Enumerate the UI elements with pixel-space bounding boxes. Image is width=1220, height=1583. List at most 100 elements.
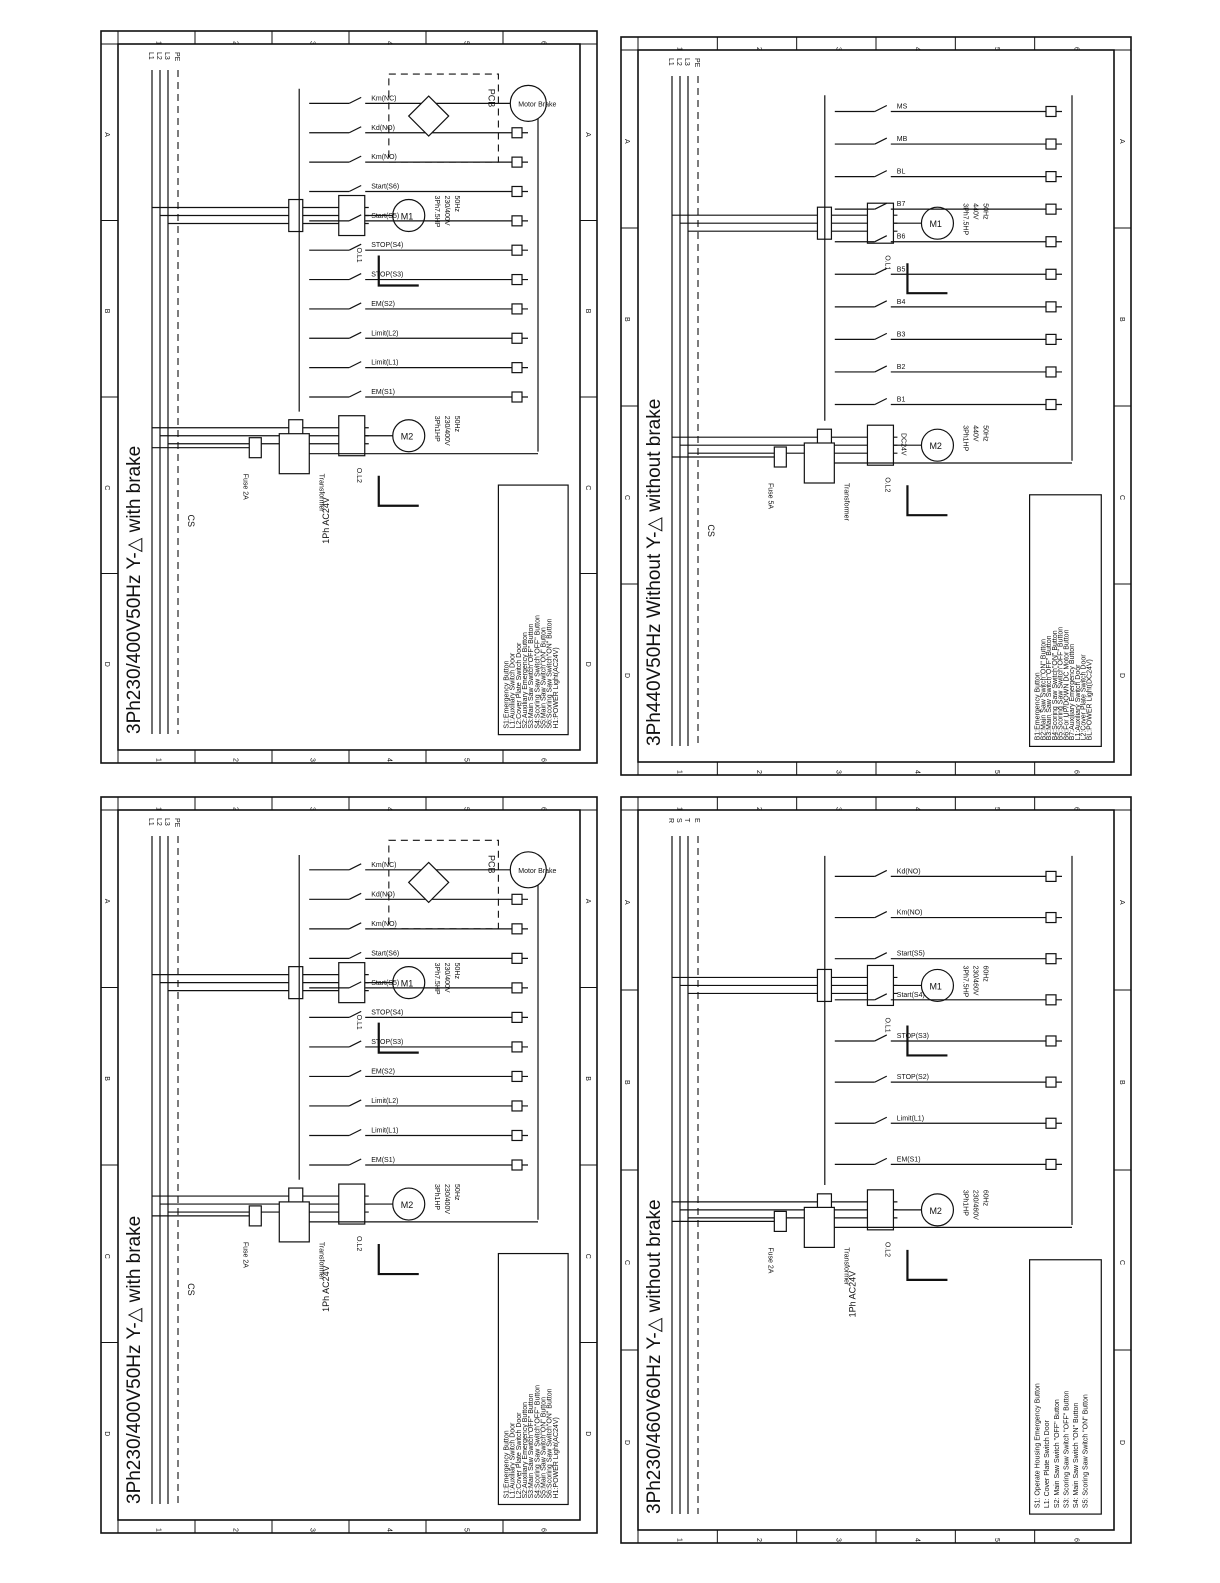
grid-letter: B (584, 309, 591, 314)
grid-number: 3 (309, 758, 316, 762)
legend-item: L2:Cover Plate Switch Door (516, 1412, 523, 1499)
switch-contact (874, 104, 888, 113)
switch-contact (874, 1034, 888, 1042)
motor-rating: 3Ph1HP (961, 1190, 968, 1216)
switch-contact (874, 202, 888, 210)
switch-contact (348, 1040, 362, 1048)
grid-number: 1 (676, 1538, 683, 1542)
supply-label: L1 (147, 52, 154, 60)
control-label: Start(S6) (371, 183, 399, 190)
motor-name: M1 (401, 212, 414, 222)
control-label: B1 (897, 397, 906, 404)
control-label: STOP(S4) (371, 1009, 403, 1016)
grid-letter: B (1118, 317, 1125, 322)
grid-number: 1 (155, 1528, 162, 1532)
grid-letter: D (1118, 1440, 1125, 1445)
grid-letter: C (623, 495, 630, 500)
switch-contact (348, 981, 362, 989)
fuse-label: Fuse 2A (241, 474, 248, 500)
grid-number: 4 (914, 47, 921, 51)
fuse-label: Fuse 2A (241, 1242, 248, 1268)
control-label: EM(S2) (371, 301, 395, 308)
motor-rating: 3Ph7.5HP (961, 965, 968, 997)
grid-number: 4 (386, 41, 393, 45)
motor-name: M2 (929, 1206, 942, 1216)
control-label: Kd(NO) (897, 868, 921, 875)
switch-contact (348, 1069, 362, 1077)
motor-voltage: 230/400V (443, 963, 450, 993)
legend-item: S2: Main Saw Switch "OFF" Button (1054, 1399, 1061, 1508)
switch-contact (348, 1158, 362, 1166)
legend-item: S5: Scoring Saw Switch "ON" Button (1083, 1394, 1090, 1508)
transformer-label: Transformer (842, 1247, 849, 1286)
relay-coil (1045, 366, 1057, 378)
legend-item: B6:For UP/DOWN DC Motor Button (1063, 629, 1070, 740)
relay-coil (511, 1100, 523, 1112)
legend-item: S2:Auxiliary Emergency Button (522, 1402, 529, 1499)
grid-number: 5 (993, 770, 1000, 774)
control-label: STOP(S2) (897, 1074, 929, 1081)
transformer-label: Transformer (842, 483, 849, 522)
legend-box (497, 1252, 569, 1506)
switch-contact (874, 1116, 888, 1124)
overload-relay (866, 424, 895, 466)
supply-label: PE (173, 52, 180, 62)
legend-item: L2:Cover Plate Switch Door (516, 642, 523, 729)
supply-label: PE (173, 818, 180, 828)
motor-voltage: 230/460V (971, 965, 978, 995)
grid-number: 6 (1072, 1538, 1079, 1542)
relay-coil (1045, 1076, 1057, 1088)
relay-coil (1045, 171, 1057, 183)
motor-rating: 3Ph7.5HP (433, 963, 440, 995)
switch-contact (874, 397, 888, 406)
relay-coil (511, 923, 523, 935)
switch-contact (348, 390, 362, 398)
legend-item: S4:Scoring Saw Switch"OFF" Button (534, 615, 541, 729)
relay-coil (1045, 268, 1057, 280)
relay-coil (1045, 398, 1057, 411)
grid-number: 6 (540, 807, 547, 811)
relay-coil (511, 1129, 523, 1142)
legend-item: S1:Emergency Button (503, 660, 510, 728)
pcb-label: PCB (486, 89, 496, 108)
relay-coil (1045, 301, 1057, 313)
legend-item: S3:Main Saw Switch"OFF" Button (528, 1393, 535, 1498)
motor-voltage: 440V (971, 425, 978, 442)
motor-brake-label: Motor Brake (518, 101, 556, 108)
grid-number: 3 (834, 47, 841, 51)
motor-rating: 3Ph1HP (961, 425, 968, 451)
cs-label: CS (706, 524, 716, 537)
control-label: Start(S6) (371, 950, 399, 957)
motor-voltage: 230/400V (443, 196, 450, 226)
legend-box (1029, 494, 1102, 747)
transformer-label: Transformer (317, 1242, 324, 1281)
fuse-label: Fuse 5A (766, 483, 773, 509)
grid-number: 5 (993, 47, 1000, 51)
switch-contact (874, 300, 888, 308)
relay-coil (511, 1159, 523, 1171)
legend-item: L1:Auxiliary Switch Door (1075, 664, 1082, 741)
grid-letter: D (103, 1431, 110, 1436)
relay-coil (1045, 911, 1057, 924)
control-label: Km(NC) (371, 95, 396, 102)
grid-number: 1 (676, 47, 683, 51)
supply-label: E (693, 818, 700, 823)
grid-letter: D (584, 662, 591, 667)
grid-number: 1 (155, 41, 162, 45)
fuse-label: Fuse 2A (766, 1247, 773, 1273)
bridge-rectifier (407, 861, 450, 904)
switch-contact (348, 863, 362, 871)
switch-contact (348, 273, 362, 281)
transformer (278, 433, 310, 475)
grid-number: 1 (155, 807, 162, 811)
grid-number: 3 (834, 807, 841, 811)
relay-coil (1045, 953, 1057, 965)
control-label: Start(S5) (897, 951, 925, 958)
overload-relay (866, 1189, 895, 1231)
switch-contact (348, 922, 362, 930)
relay-coil (511, 273, 523, 286)
